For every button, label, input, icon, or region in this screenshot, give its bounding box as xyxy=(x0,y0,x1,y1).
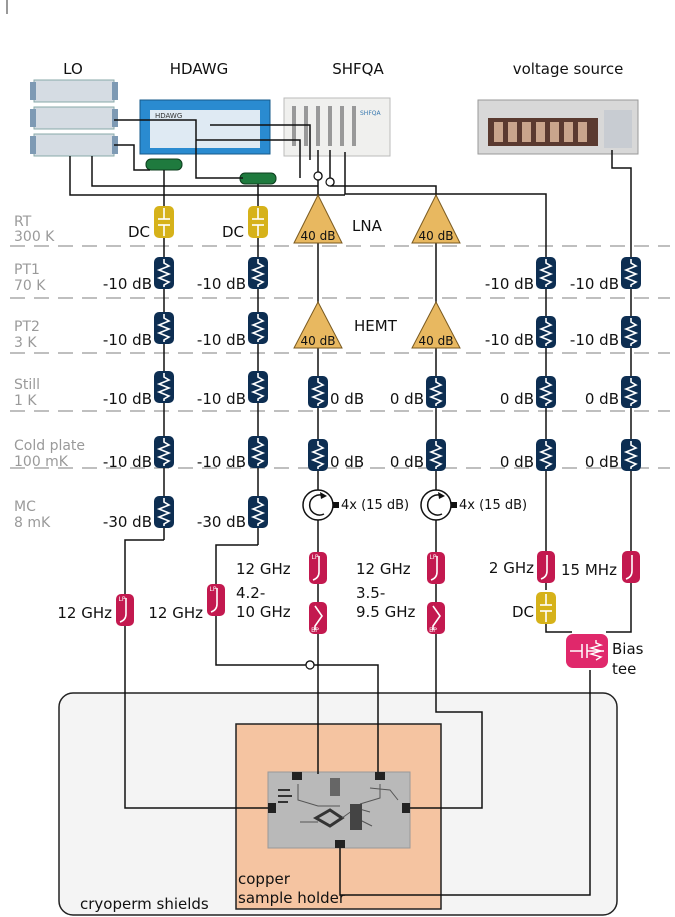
dc-label-3: DC xyxy=(512,603,534,621)
hemt-gain-1: 40 dB xyxy=(301,334,336,348)
att-label-c6-pt2: -10 dB xyxy=(570,331,619,349)
stage-rt-name: RT xyxy=(14,214,32,230)
att-label-c2-pt1: -10 dB xyxy=(197,275,246,293)
stage-pt2-temp: 3 K xyxy=(14,335,37,351)
att-label-c6-cp: 0 dB xyxy=(585,453,619,471)
shield-label: cryoperm shields xyxy=(80,895,209,913)
filter-labels: 12 GHz 12 GHz 12 GHz 4.2- 10 GHz 12 GHz … xyxy=(57,559,617,622)
bias-tee-labels: Bias tee xyxy=(612,640,644,678)
lp-tag-3: LP xyxy=(312,554,319,561)
lp-filter-5 xyxy=(537,551,555,583)
att-label-c5-still: 0 dB xyxy=(500,390,534,408)
att-label-c2-cp: -10 dB xyxy=(197,453,246,471)
att-label-c2-mc: -30 dB xyxy=(197,513,246,531)
bias-tee-label-2: tee xyxy=(612,660,636,678)
stage-mc-name: MC xyxy=(14,499,36,515)
shfqa-label: SHFQA xyxy=(332,60,384,78)
splitter-2 xyxy=(240,173,276,184)
att-label-c1-still: -10 dB xyxy=(103,390,152,408)
stage-labels: RT 300 K PT1 70 K PT2 3 K Still 1 K Cold… xyxy=(14,214,85,531)
att-label-c6-pt1: -10 dB xyxy=(570,275,619,293)
att-label-c1-pt1: -10 dB xyxy=(103,275,152,293)
stage-still-name: Still xyxy=(14,377,40,393)
att-label-c6-still: 0 dB xyxy=(585,390,619,408)
lo-instrument xyxy=(30,80,118,156)
att-label-c4-cp: 0 dB xyxy=(390,453,424,471)
hdawg-label: HDAWG xyxy=(170,60,228,78)
stage-coldplate-temp: 100 mK xyxy=(14,454,69,470)
stage-coldplate-name: Cold plate xyxy=(14,438,85,454)
filter-label-c4-bp-bottom: 9.5 GHz xyxy=(356,603,416,621)
stage-pt2-name: PT2 xyxy=(14,319,40,335)
shfqa-panel-label: SHFQA xyxy=(360,110,381,117)
filter-label-c2: 12 GHz xyxy=(148,604,203,622)
att-label-c5-cp: 0 dB xyxy=(500,453,534,471)
holder-label-2: sample holder xyxy=(238,889,346,907)
stage-pt1-temp: 70 K xyxy=(14,278,46,294)
lna-gain-1: 40 dB xyxy=(301,229,336,243)
filter-label-c4-bp-top: 3.5- xyxy=(356,584,385,602)
filter-label-c4-lp: 12 GHz xyxy=(356,560,411,578)
filter-label-c3-bp-top: 4.2- xyxy=(236,584,265,602)
bp-tag-2: BP xyxy=(429,627,437,634)
circulator-1 xyxy=(303,490,339,520)
lp-tag-2: LP xyxy=(210,586,217,593)
filter-label-c1: 12 GHz xyxy=(57,604,112,622)
filter-label-c6: 15 MHz xyxy=(561,561,617,579)
circulator-label-2: 4x (15 dB) xyxy=(459,498,527,513)
splitter-1 xyxy=(146,159,182,170)
dc-block-1 xyxy=(154,206,174,238)
att-label-c2-pt2: -10 dB xyxy=(197,331,246,349)
att-label-c1-mc: -30 dB xyxy=(103,513,152,531)
hdawg-screen-label: HDAWG xyxy=(155,112,182,120)
stage-still-temp: 1 K xyxy=(14,393,37,409)
att-label-c1-cp: -10 dB xyxy=(103,453,152,471)
lp-tag-1: LP xyxy=(119,596,126,603)
lo-label: LO xyxy=(63,60,83,78)
att-label-c5-pt2: -10 dB xyxy=(485,331,534,349)
att-label-c4-still: 0 dB xyxy=(390,390,424,408)
att-label-c1-pt2: -10 dB xyxy=(103,331,152,349)
filter-label-c5: 2 GHz xyxy=(489,559,534,577)
hemt-label: HEMT xyxy=(354,317,398,335)
stage-pt1-name: PT1 xyxy=(14,262,40,278)
lna-gain-2: 40 dB xyxy=(419,229,454,243)
filter-label-c3-lp: 12 GHz xyxy=(236,560,291,578)
circulator-2 xyxy=(421,490,457,520)
bias-tee xyxy=(566,634,608,668)
att-label-c3-still: 0 dB xyxy=(330,390,364,408)
att-label-c3-cp: 0 dB xyxy=(330,453,364,471)
bp-tag-1: BP xyxy=(311,627,319,634)
dc-block-3 xyxy=(536,592,556,624)
dc-label-2: DC xyxy=(222,223,244,241)
lp-filter-6 xyxy=(622,551,640,583)
hdawg-instrument: HDAWG xyxy=(140,100,270,154)
att-label-c5-pt1: -10 dB xyxy=(485,275,534,293)
att-label-c2-still: -10 dB xyxy=(197,390,246,408)
stage-mc-temp: 8 mK xyxy=(14,515,51,531)
hemt-gain-2: 40 dB xyxy=(419,334,454,348)
voltage-source-instrument xyxy=(478,100,638,154)
lna-label: LNA xyxy=(352,217,383,235)
attenuation-labels-right: 0 dB 0 dB xyxy=(330,390,364,471)
circulator-label-1: 4x (15 dB) xyxy=(341,498,409,513)
holder-label-1: copper xyxy=(238,870,291,888)
filter-label-c3-bp-bottom: 10 GHz xyxy=(236,603,291,621)
dc-label-1: DC xyxy=(128,223,150,241)
lp-tag-4: LP xyxy=(430,554,437,561)
bias-tee-label-1: Bias xyxy=(612,640,644,658)
voltage-source-label: voltage source xyxy=(513,60,624,78)
stage-rt-temp: 300 K xyxy=(14,229,55,245)
dc-block-2 xyxy=(248,206,268,238)
